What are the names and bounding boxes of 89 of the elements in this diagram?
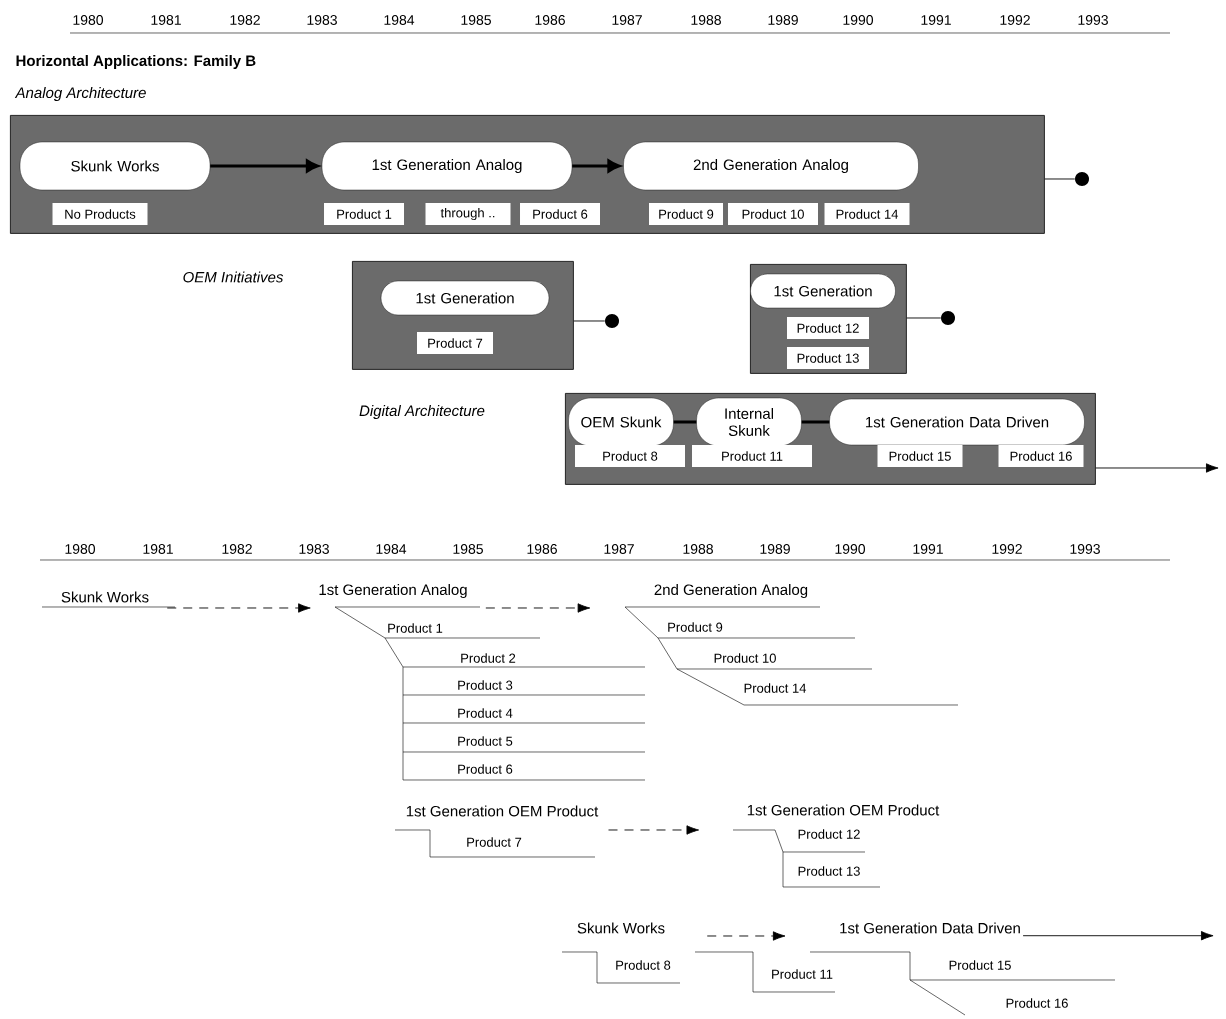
product-label: Product 6 [458, 764, 513, 774]
product-box: Product 12 [787, 317, 869, 339]
stage-heading: 2nd Generation Analog [654, 584, 808, 598]
year-label: 1980 [73, 15, 104, 25]
year-label: 1992 [1000, 15, 1030, 25]
product-box: Product 15 [877, 445, 963, 467]
year-label: 1983 [307, 15, 337, 25]
band-heading: Analog Architecture [14, 87, 146, 101]
product-box: Product 13 [787, 347, 869, 369]
stage-heading: 1st Generation OEM Product [747, 804, 940, 816]
stage-heading: 1st Generation Data Driven [840, 922, 1020, 934]
product-label: Product 13 [798, 866, 860, 876]
product-label: Product 8 [616, 960, 671, 970]
product-box: through .. [425, 203, 511, 225]
stage-pill: 2nd Generation Analog [623, 141, 919, 191]
connector-arrow [572, 159, 621, 173]
year-label: 1987 [612, 15, 642, 25]
product-box: Product 16 [998, 445, 1084, 467]
stage-heading: Skunk Works [61, 591, 149, 603]
node-label: Product 16 [1010, 451, 1072, 461]
product-label: Product 15 [949, 960, 1011, 970]
connector-arrow [210, 159, 319, 173]
stage-heading: Skunk Works [577, 922, 665, 934]
product-label: Product 1 [388, 623, 443, 633]
year-label: 1980 [65, 544, 96, 554]
product-label: Product 10 [714, 653, 776, 663]
product-box: Product 14 [824, 203, 910, 225]
node-label: Product 11 [722, 451, 783, 461]
stage-heading: 1st Generation Analog [319, 584, 467, 598]
product-box: Product 6 [520, 203, 600, 225]
product-label: Product 14 [744, 683, 807, 693]
connector-arrow [706, 931, 786, 941]
connector-arrow [608, 825, 700, 835]
stage-pill: 1st Generation [750, 273, 896, 309]
product-label: Product 4 [458, 708, 513, 718]
year-label: 1993 [1070, 544, 1100, 554]
product-box: Product 8 [575, 445, 685, 467]
year-label: 1987 [604, 544, 634, 554]
year-label: 1988 [691, 15, 721, 25]
product-box: Product 7 [417, 332, 493, 354]
node-label: Product 15 [889, 451, 951, 461]
year-label: 1984 [384, 15, 415, 25]
year-label: 1985 [461, 15, 491, 25]
year-label: 1983 [299, 544, 329, 554]
stage-pill: Skunk Works [19, 141, 211, 191]
product-box: Product 11 [692, 445, 812, 467]
product-label: Product 11 [772, 969, 833, 979]
section-label: OEM Initiatives [183, 271, 284, 283]
end-dot [1075, 172, 1089, 186]
year-label: 1991 [921, 15, 951, 25]
year-label: 1981 [143, 544, 173, 554]
year-label: 1981 [151, 15, 181, 25]
year-label: 1989 [760, 544, 790, 554]
year-label: 1986 [527, 544, 557, 554]
year-label: 1982 [222, 544, 252, 554]
stage-heading: 1st Generation OEM Product [406, 805, 599, 817]
node-label: Product 8 [603, 451, 658, 461]
section-label: Digital Architecture [359, 405, 485, 419]
year-label: 1990 [843, 15, 874, 25]
product-box: Product 1 [324, 203, 404, 225]
stage-pill: 1st Generation Analog [321, 141, 573, 191]
end-dot [605, 314, 619, 328]
product-label: Product 5 [458, 736, 513, 746]
connector-arrow [1022, 931, 1214, 941]
product-label: Product 16 [1006, 998, 1068, 1008]
year-label: 1992 [992, 544, 1022, 554]
title: Horizontal Applications: Family B [16, 55, 256, 69]
year-label: 1991 [913, 544, 943, 554]
product-label: Product 9 [668, 622, 723, 632]
connector-arrow [485, 603, 591, 613]
product-label: Product 3 [458, 680, 513, 690]
connector-arrow [166, 603, 311, 613]
product-box: Product 9 [649, 203, 723, 225]
connector-arrow [1095, 463, 1219, 473]
year-label: 1985 [453, 544, 483, 554]
year-label: 1990 [835, 544, 866, 554]
year-label: 1982 [230, 15, 260, 25]
product-label: Product 7 [467, 837, 522, 847]
product-label: Product 2 [461, 653, 516, 663]
product-label: Product 12 [798, 829, 860, 839]
year-label: 1989 [768, 15, 798, 25]
stage-pill: 1st Generation [380, 280, 550, 316]
end-dot [941, 311, 955, 325]
year-label: 1984 [376, 544, 407, 554]
year-label: 1988 [683, 544, 713, 554]
year-label: 1986 [535, 15, 565, 25]
product-box: No Products [52, 203, 148, 225]
year-label: 1993 [1078, 15, 1108, 25]
product-box: Product 10 [728, 203, 818, 225]
